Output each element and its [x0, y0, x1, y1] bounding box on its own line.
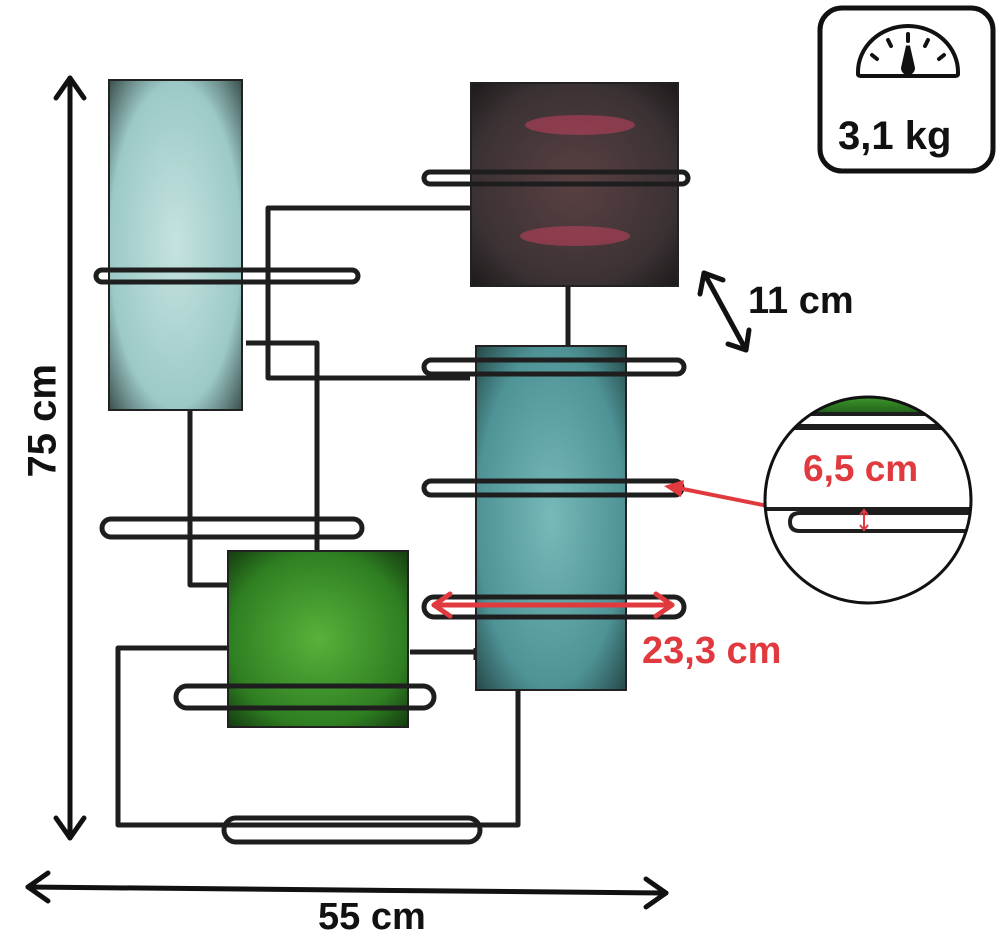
height-dimension — [53, 75, 87, 841]
bottle-holder — [421, 594, 687, 620]
metal-frame — [115, 205, 571, 828]
slot-gap-label: 6,5 cm — [803, 448, 919, 489]
slot-width-label: 23,3 cm — [642, 630, 782, 672]
depth-dimension — [697, 270, 752, 353]
weight-box — [817, 5, 996, 174]
panel-reflection — [525, 115, 635, 135]
bottle-holder — [173, 683, 437, 711]
detail-pointer — [664, 480, 769, 508]
width-label: 55 cm — [318, 896, 426, 938]
panel-reflection — [520, 226, 630, 246]
scale-gauge-icon — [856, 24, 960, 78]
height-label: 75 cm — [20, 364, 65, 478]
bottle-holder — [421, 357, 687, 377]
depth-label: 11 cm — [748, 280, 854, 322]
detail-inset — [763, 395, 973, 605]
panel-green — [227, 550, 409, 728]
bottle-holder — [99, 516, 365, 540]
bottle-holder — [93, 267, 361, 285]
width-dimension — [25, 870, 669, 910]
bottle-holder — [421, 169, 691, 187]
bottle-holder — [221, 815, 483, 845]
panel-light-teal — [108, 79, 243, 411]
panel-blue-teal — [475, 345, 627, 691]
weight-label: 3,1 kg — [838, 114, 952, 158]
slot-width-dimension — [431, 591, 675, 619]
bottle-holders — [93, 169, 691, 845]
